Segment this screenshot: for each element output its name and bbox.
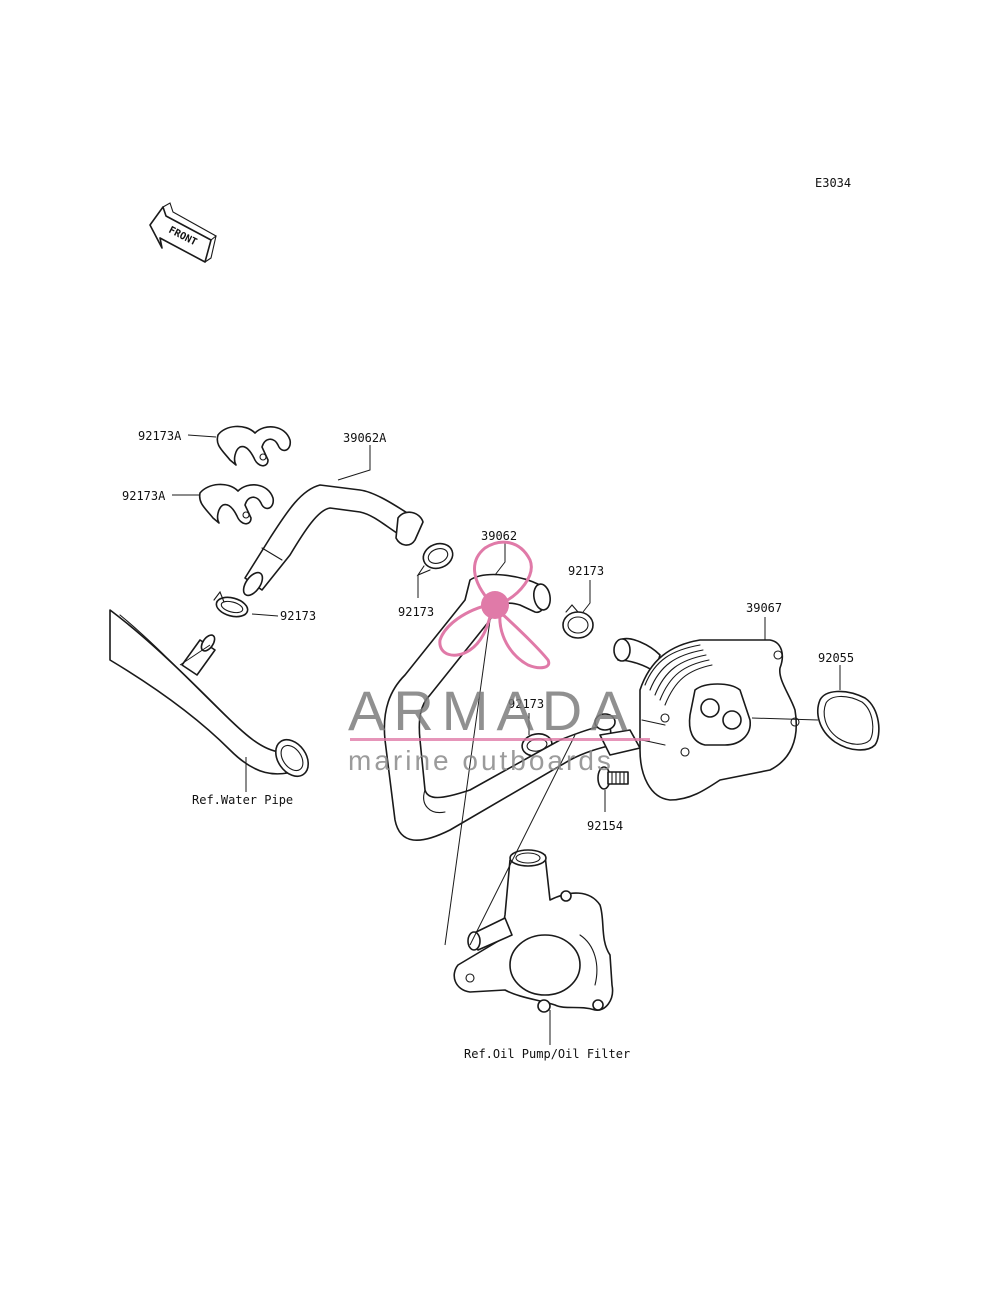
label-ref-water-pipe: Ref.Water Pipe — [192, 793, 293, 807]
label-92173a-top: 92173A — [138, 429, 182, 443]
label-39067: 39067 — [746, 601, 782, 615]
clip-92173a-top — [216, 425, 292, 467]
hose-39062a — [242, 484, 424, 597]
label-39062: 39062 — [481, 529, 517, 543]
label-92173a-bottom: 92173A — [122, 489, 166, 503]
oil-cooler-39067 — [639, 639, 800, 801]
watermark-tagline: marine outboards — [348, 745, 614, 776]
clamp-92173-right — [562, 604, 594, 639]
label-39062a: 39062A — [343, 431, 387, 445]
label-92154: 92154 — [587, 819, 623, 833]
gasket-92055 — [817, 690, 880, 751]
diagram-code: E3034 — [815, 176, 851, 190]
watermark: ARMADA marine outboards — [348, 540, 650, 776]
propeller-logo-icon — [438, 540, 551, 670]
label-92055: 92055 — [818, 651, 854, 665]
clip-92173a-bottom — [198, 483, 275, 525]
watermark-underline — [350, 738, 650, 741]
label-92173-left: 92173 — [280, 609, 316, 623]
clamp-92173-mid — [416, 542, 454, 577]
watermark-brand: ARMADA — [348, 679, 636, 742]
label-92173-lower: 92173 — [508, 697, 544, 711]
leader-lines — [172, 434, 841, 1045]
label-92173-mid: 92173 — [398, 605, 434, 619]
water-pump-housing — [453, 849, 614, 1013]
water-pipe — [109, 609, 310, 778]
clamp-92173-left — [213, 590, 249, 618]
label-ref-oil-pump: Ref.Oil Pump/Oil Filter — [464, 1047, 630, 1061]
front-arrow-icon: FRONT — [149, 202, 217, 263]
label-92173-right: 92173 — [568, 564, 604, 578]
cooler-inlet-pipe — [599, 637, 661, 756]
bolt-92154 — [597, 766, 629, 790]
